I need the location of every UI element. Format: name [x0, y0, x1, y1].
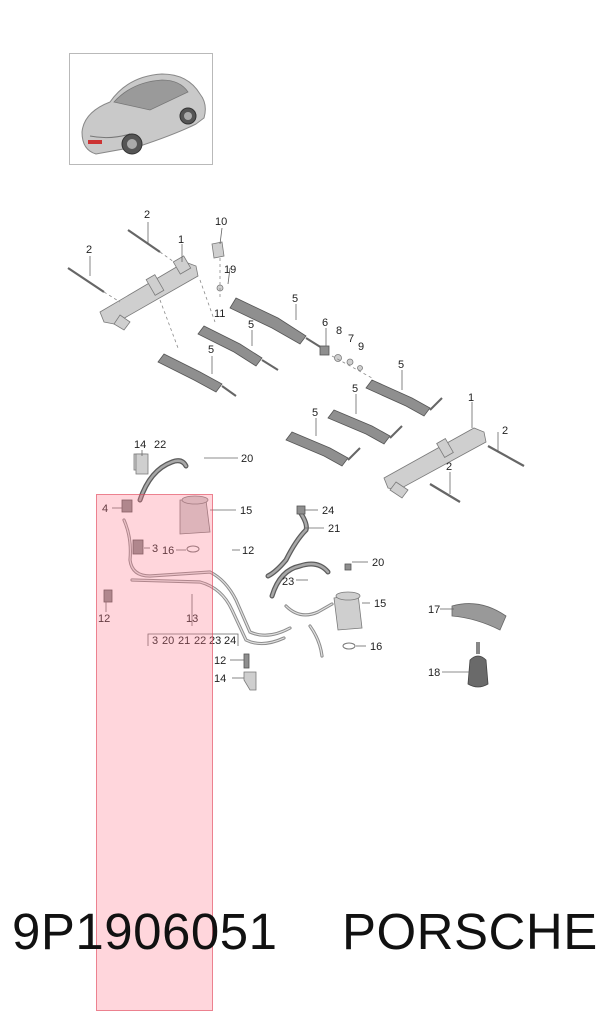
callout-14-upper: 14 [134, 439, 146, 451]
callout-2-right: 2 [502, 425, 508, 437]
callout-13: 13 [186, 613, 198, 625]
bottle-18 [467, 642, 489, 688]
callout-11: 11 [214, 308, 225, 320]
callout-5-f: 5 [312, 407, 318, 419]
kit-item-24: 24 [224, 635, 236, 647]
callout-5-b: 5 [248, 319, 254, 331]
injectors-right [285, 379, 443, 467]
callout-15-right: 15 [374, 598, 386, 610]
callout-9: 9 [358, 341, 364, 353]
callout-12-left: 12 [98, 613, 110, 625]
callout-16-left: 16 [162, 545, 174, 557]
callout-15-left: 15 [240, 505, 252, 517]
callout-16-right: 16 [370, 641, 382, 653]
footer: 9P1906051 PORSCHE [12, 902, 597, 972]
part-highlight-region [96, 494, 213, 1011]
fuel-pump-left [103, 453, 292, 646]
bolt-12-lower [243, 653, 250, 669]
callout-3: 3 [152, 543, 158, 555]
cloth-17 [451, 603, 507, 631]
kit-item-3: 3 [152, 635, 158, 647]
callout-12-lower: 12 [214, 655, 226, 667]
callout-6: 6 [322, 317, 328, 329]
callout-1-left: 1 [178, 234, 184, 246]
callout-2-lower: 2 [446, 461, 452, 473]
brand-name: PORSCHE [342, 903, 598, 960]
callout-20-left: 20 [241, 453, 253, 465]
callout-8: 8 [336, 325, 342, 337]
callout-23: 23 [282, 576, 294, 588]
fuel-rail-right [383, 427, 525, 503]
callout-12-mid: 12 [242, 545, 254, 557]
callout-1-right: 1 [468, 392, 474, 404]
callout-19: 19 [224, 264, 236, 276]
kit-box [147, 594, 239, 646]
small-seals [319, 345, 373, 379]
callout-2-top: 2 [144, 209, 150, 221]
callout-4: 4 [102, 503, 108, 515]
fuel-rail-left [99, 255, 216, 349]
callout-5-d: 5 [398, 359, 404, 371]
callout-14-lower: 14 [214, 673, 226, 685]
bolt-upper-left [67, 229, 175, 303]
callout-22: 22 [154, 439, 166, 451]
car-thumbnail-icon [81, 73, 206, 155]
callout-17: 17 [428, 604, 440, 616]
callout-21: 21 [328, 523, 340, 535]
callout-24: 24 [322, 505, 334, 517]
part-number: 9P1906051 [12, 903, 278, 960]
callout-18: 18 [428, 667, 440, 679]
kit-item-21: 21 [178, 635, 190, 647]
callout-5-a: 5 [292, 293, 298, 305]
callout-2-left: 2 [86, 244, 92, 256]
callout-20-right: 20 [372, 557, 384, 569]
bracket-14-upper [135, 453, 149, 475]
kit-item-22: 22 [194, 635, 206, 647]
leader-lines [89, 222, 499, 679]
kit-item-20: 20 [162, 635, 174, 647]
bracket-14-lower [243, 671, 257, 691]
callout-10: 10 [215, 216, 227, 228]
callout-5-e: 5 [352, 383, 358, 395]
callout-7: 7 [348, 333, 354, 345]
vehicle-thumbnail [69, 53, 213, 165]
fuel-pump-right [265, 505, 363, 658]
callout-5-c: 5 [208, 344, 214, 356]
bracket-10 [211, 241, 225, 259]
injectors-upper [157, 297, 323, 397]
